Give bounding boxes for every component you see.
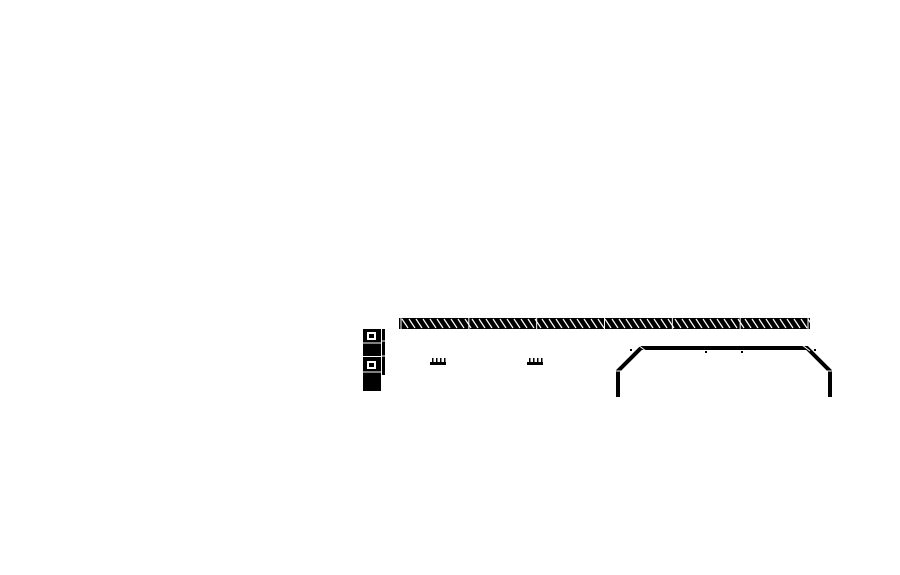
- comb-tooth: [440, 358, 442, 362]
- hatch-stripe: [730, 318, 738, 329]
- hatch-stripe: [632, 318, 640, 329]
- hatch-stripe: [702, 318, 710, 329]
- hatch-stripe: [520, 318, 528, 329]
- hatch-stripe: [653, 318, 661, 329]
- loop-tick: [741, 351, 743, 353]
- hatch-stripe: [597, 318, 605, 329]
- comb-tooth: [436, 358, 438, 362]
- hatch-stripe: [443, 318, 451, 329]
- loop-track-joint-left: [637, 344, 647, 352]
- hatch-stripe: [681, 318, 689, 329]
- hatch-stripe: [401, 318, 409, 329]
- comb-marker-1: [430, 358, 446, 365]
- hatch-stripe: [429, 318, 437, 329]
- loop-tick: [814, 349, 816, 351]
- hatch-stripe: [450, 318, 458, 329]
- hatch-stripe: [513, 318, 521, 329]
- hatch-stripe: [583, 318, 591, 329]
- comb-tooth: [529, 358, 531, 362]
- hatch-stripe: [611, 318, 619, 329]
- hatch-stripe: [548, 318, 556, 329]
- hatch-stripe: [709, 318, 717, 329]
- hatch-stripe: [562, 318, 570, 329]
- hatch-stripe: [793, 318, 801, 329]
- hatch-stripe: [660, 318, 668, 329]
- hatch-stripe: [492, 318, 500, 329]
- hatch-stripe: [639, 318, 647, 329]
- hatch-stripe: [485, 318, 493, 329]
- hatch-stripe: [744, 318, 752, 329]
- hatch-stripe: [590, 318, 598, 329]
- hatch-stripe: [723, 318, 731, 329]
- comb-tooth: [533, 358, 535, 362]
- hatch-stripe: [667, 318, 675, 329]
- hatch-stripe: [625, 318, 633, 329]
- hatch-stripe: [618, 318, 626, 329]
- loop-track-outline: [616, 346, 832, 397]
- hatch-stripe: [807, 318, 815, 329]
- left-stack: [363, 329, 386, 391]
- hatch-stripe: [576, 318, 584, 329]
- hatch-stripe: [471, 318, 479, 329]
- hatched-bar: [399, 318, 815, 329]
- hatch-stripe: [716, 318, 724, 329]
- hatch-stripe: [674, 318, 682, 329]
- hatch-stripe: [422, 318, 430, 329]
- hatch-stripe: [499, 318, 507, 329]
- hatch-stripe: [408, 318, 416, 329]
- stack-unit-top-window-core: [369, 334, 374, 338]
- hatch-stripe: [646, 318, 654, 329]
- comb-tooth: [537, 358, 539, 362]
- stack-side-rail: [382, 329, 385, 375]
- comb-tooth: [541, 358, 543, 362]
- hatch-stripe: [457, 318, 465, 329]
- hatch-stripe: [555, 318, 563, 329]
- hatch-stripe: [695, 318, 703, 329]
- hatch-stripe: [436, 318, 444, 329]
- hatch-stripe: [534, 318, 542, 329]
- comb-marker-2: [527, 358, 543, 365]
- hatch-stripe: [779, 318, 787, 329]
- hatch-stripe: [751, 318, 759, 329]
- hatch-stripe: [786, 318, 794, 329]
- loop-track-ticks: [630, 349, 816, 353]
- loop-tick: [705, 351, 707, 353]
- loop-tick: [630, 349, 632, 351]
- comb-tooth: [444, 358, 446, 362]
- comb-markers: [430, 358, 543, 365]
- hatched-bar-dividers: [400, 318, 809, 329]
- hatched-bar-stripes: [401, 318, 815, 329]
- hatch-stripe: [415, 318, 423, 329]
- hatch-stripe: [527, 318, 535, 329]
- comb-base: [527, 362, 543, 365]
- loop-track-joint-right: [801, 344, 811, 352]
- hatch-stripe: [464, 318, 472, 329]
- stack-unit-bottom-window-core: [369, 363, 374, 367]
- hatch-stripe: [765, 318, 773, 329]
- hatch-stripe: [478, 318, 486, 329]
- hatch-stripe: [506, 318, 514, 329]
- hatch-stripe: [569, 318, 577, 329]
- hatch-stripe: [541, 318, 549, 329]
- comb-tooth: [432, 358, 434, 362]
- hatch-stripe: [800, 318, 808, 329]
- hatch-stripe: [688, 318, 696, 329]
- hatch-stripe: [772, 318, 780, 329]
- hatch-stripe: [737, 318, 745, 329]
- loop-track: [615, 344, 833, 397]
- hatch-stripe: [758, 318, 766, 329]
- comb-base: [430, 362, 446, 365]
- hatch-stripe: [604, 318, 612, 329]
